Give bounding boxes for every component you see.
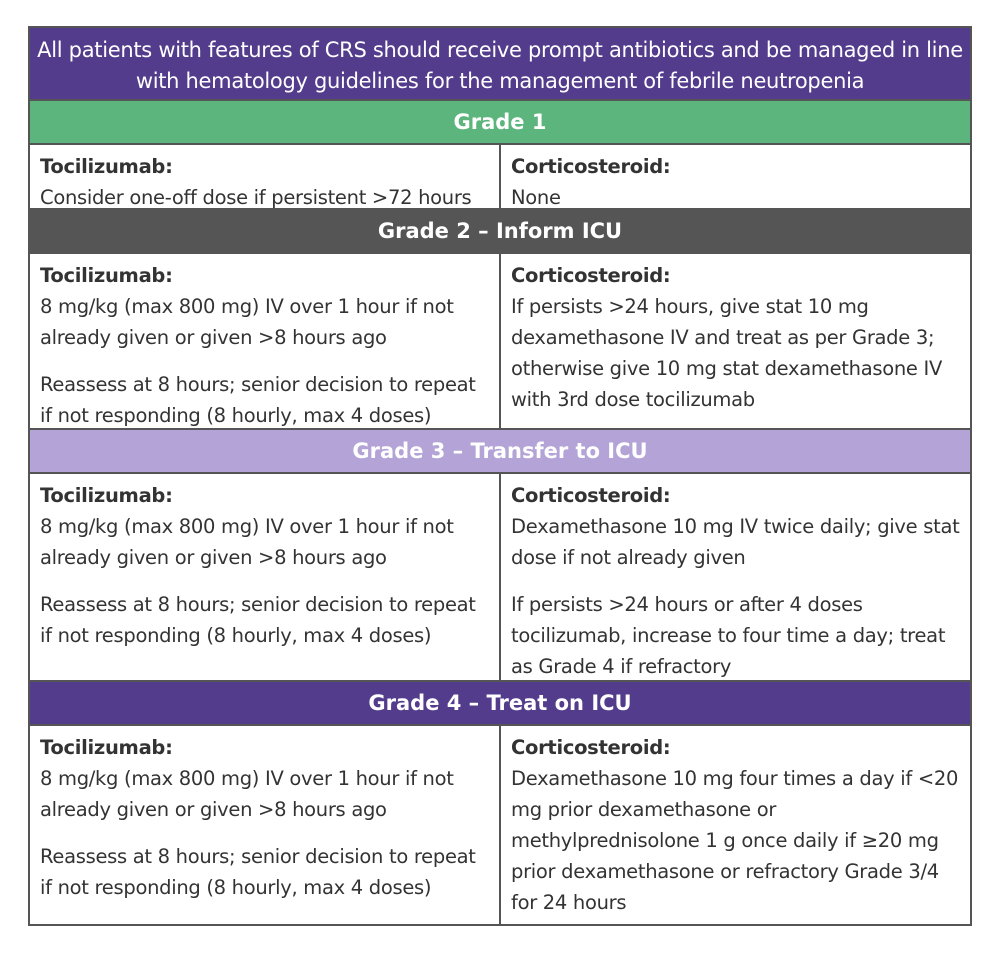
corticosteroid-label: Corticosteroid: [511, 484, 671, 507]
corticosteroid-cell: Corticosteroid: Dexamethasone 10 mg four … [499, 726, 970, 924]
tocilizumab-text: Consider one-off dose if persistent >72 … [40, 186, 472, 209]
tocilizumab-text: 8 mg/kg (max 800 mg) IV over 1 hour if n… [40, 515, 454, 569]
corticosteroid-cell: Corticosteroid: None [499, 145, 970, 209]
grade-header: Grade 2 – Inform ICU [30, 210, 970, 254]
grade-header: Grade 1 [30, 101, 970, 145]
corticosteroid-text: Dexamethasone 10 mg IV twice daily; give… [511, 515, 960, 569]
grade-header: Grade 4 – Treat on ICU [30, 682, 970, 726]
tocilizumab-cell: Tocilizumab: Consider one-off dose if per… [30, 145, 499, 209]
table-banner: All patients with features of CRS should… [30, 28, 970, 101]
grade-header: Grade 3 – Transfer to ICU [30, 430, 970, 474]
grade-row: Tocilizumab: 8 mg/kg (max 800 mg) IV over… [30, 474, 970, 682]
tocilizumab-cell: Tocilizumab: 8 mg/kg (max 800 mg) IV over… [30, 726, 499, 924]
grade-row: Tocilizumab: Consider one-off dose if per… [30, 145, 970, 210]
tocilizumab-label: Tocilizumab: [40, 484, 173, 507]
corticosteroid-cell: Corticosteroid: If persists >24 hours, gi… [499, 254, 970, 428]
grade-row: Tocilizumab: 8 mg/kg (max 800 mg) IV over… [30, 726, 970, 924]
corticosteroid-cell: Corticosteroid: Dexamethasone 10 mg IV tw… [499, 474, 970, 680]
crs-management-table: All patients with features of CRS should… [28, 26, 972, 926]
corticosteroid-label: Corticosteroid: [511, 155, 671, 178]
tocilizumab-text: Reassess at 8 hours; senior decision to … [40, 593, 476, 647]
grade-row: Tocilizumab: 8 mg/kg (max 800 mg) IV over… [30, 254, 970, 430]
corticosteroid-text: Dexamethasone 10 mg four times a day if … [511, 767, 959, 914]
corticosteroid-label: Corticosteroid: [511, 264, 671, 287]
tocilizumab-label: Tocilizumab: [40, 736, 173, 759]
corticosteroid-text: None [511, 186, 561, 209]
tocilizumab-cell: Tocilizumab: 8 mg/kg (max 800 mg) IV over… [30, 474, 499, 680]
tocilizumab-text: 8 mg/kg (max 800 mg) IV over 1 hour if n… [40, 767, 454, 821]
tocilizumab-text: Reassess at 8 hours; senior decision to … [40, 373, 476, 427]
tocilizumab-text: 8 mg/kg (max 800 mg) IV over 1 hour if n… [40, 295, 454, 349]
corticosteroid-text: If persists >24 hours or after 4 doses t… [511, 593, 946, 678]
corticosteroid-label: Corticosteroid: [511, 736, 671, 759]
tocilizumab-text: Reassess at 8 hours; senior decision to … [40, 845, 476, 899]
tocilizumab-cell: Tocilizumab: 8 mg/kg (max 800 mg) IV over… [30, 254, 499, 428]
corticosteroid-text: If persists >24 hours, give stat 10 mg d… [511, 295, 942, 411]
tocilizumab-label: Tocilizumab: [40, 264, 173, 287]
tocilizumab-label: Tocilizumab: [40, 155, 173, 178]
